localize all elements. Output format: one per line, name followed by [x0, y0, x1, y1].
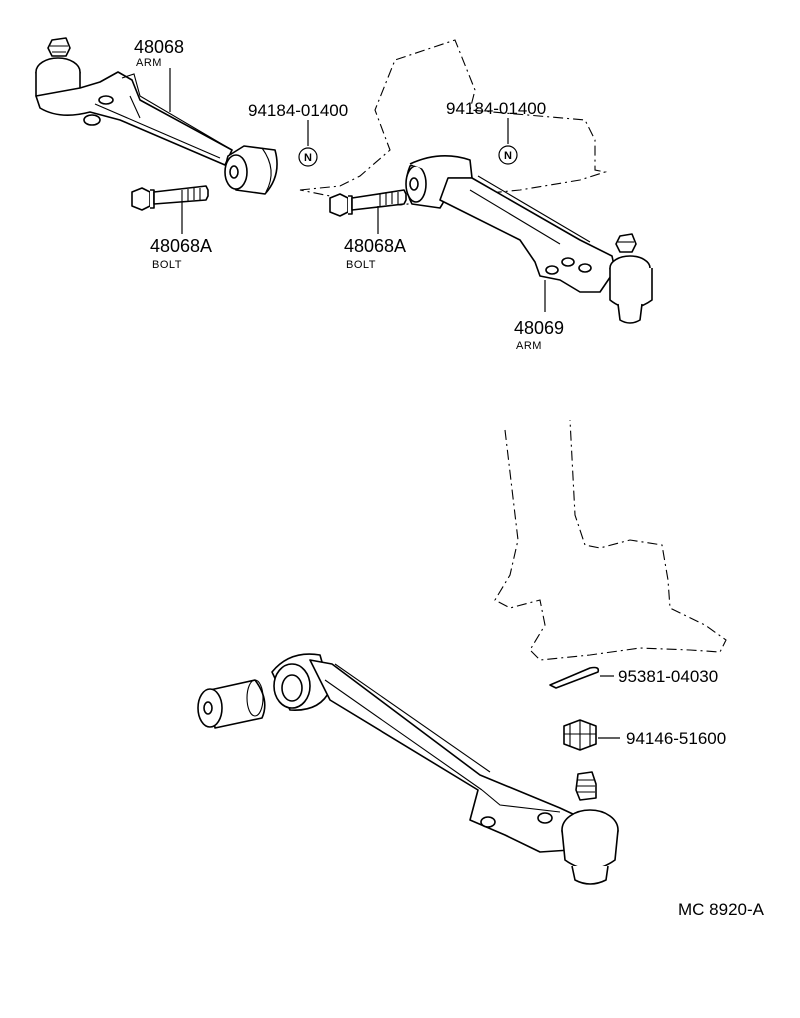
label-arm-left-number: 48068 — [134, 37, 184, 57]
label-bolt-left-number: 48068A — [150, 236, 212, 256]
label-castle-nut-number: 94146-51600 — [626, 729, 726, 748]
label-cotter-pin-number: 95381-04030 — [618, 667, 718, 686]
bushing-bottom[interactable] — [197, 679, 266, 729]
castle-nut[interactable] — [563, 719, 597, 751]
label-bolt-right-name: BOLT — [346, 259, 376, 271]
label-arm-right-name: ARM — [516, 340, 542, 352]
svg-text:N: N — [504, 150, 512, 162]
label-bolt-right-number: 48068A — [344, 236, 406, 256]
label-nut-left-number: 94184-01400 — [248, 101, 348, 120]
label-arm-left-name: ARM — [136, 57, 162, 69]
steering-knuckle-outline — [494, 419, 727, 661]
diagram-code: MC 8920-A — [678, 900, 765, 919]
label-nut-right-number: 94184-01400 — [446, 99, 546, 118]
lower-arm-bottom[interactable] — [271, 653, 619, 885]
label-arm-right-number: 48069 — [514, 318, 564, 338]
nut-right-symbol: N — [498, 145, 518, 165]
svg-text:N: N — [304, 152, 312, 164]
lower-arm-right[interactable] — [405, 155, 653, 324]
nut-left-symbol: N — [298, 147, 318, 167]
label-bolt-left-name: BOLT — [152, 259, 182, 271]
cotter-pin[interactable] — [549, 666, 600, 689]
bolt-left[interactable] — [131, 185, 209, 211]
bolt-right[interactable] — [329, 189, 407, 217]
lower-arm-left[interactable] — [35, 37, 278, 195]
